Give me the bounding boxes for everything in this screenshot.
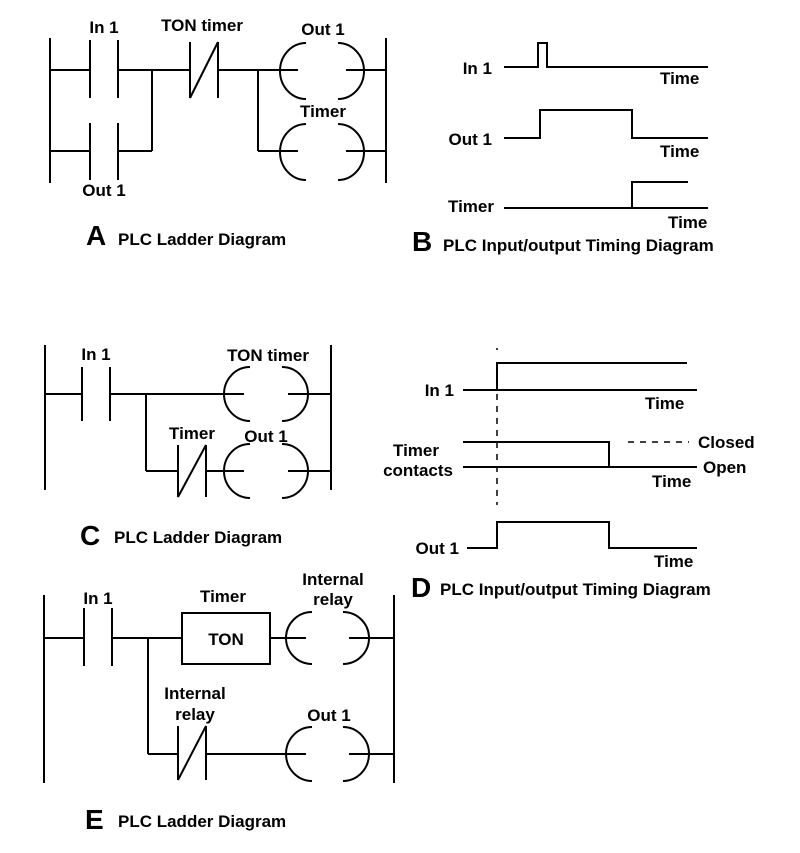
timer-coil-label: Timer xyxy=(300,102,346,121)
internal-relay-coil-label-1: Internal xyxy=(302,570,363,589)
panel-letter: B xyxy=(412,226,432,257)
coil-arc-left xyxy=(285,611,313,665)
coil-arc-left xyxy=(279,123,307,181)
panel-a-ladder: In 1 TON timer Out 1 Timer Out 1 A PLC L… xyxy=(49,16,387,251)
signal-label: Out 1 xyxy=(449,130,492,149)
panel-letter: A xyxy=(86,220,106,251)
coil-arc-left xyxy=(285,726,313,782)
in1-label: In 1 xyxy=(425,381,454,400)
open-label: Open xyxy=(703,458,746,477)
in1-label: In 1 xyxy=(81,345,110,364)
timer-label-line2: contacts xyxy=(383,461,453,480)
panel-caption: PLC Ladder Diagram xyxy=(118,230,286,249)
out1-coil-label: Out 1 xyxy=(301,20,344,39)
panel-b-timing: In 1 Time Out 1 Time Timer Time B PLC In… xyxy=(412,42,714,257)
ton-timer-label: TON timer xyxy=(161,16,243,35)
timer-label: Timer xyxy=(200,587,246,606)
panel-letter: C xyxy=(80,520,100,551)
panel-d-timing: In 1 Time Timer contacts Closed Open Tim… xyxy=(383,348,755,603)
in1-waveform xyxy=(496,362,687,390)
out1-contact-label: Out 1 xyxy=(82,181,125,200)
internal-relay-coil-label-2: relay xyxy=(313,590,353,609)
out1-waveform xyxy=(467,521,697,549)
closed-label: Closed xyxy=(698,433,755,452)
in1-waveform xyxy=(504,42,708,68)
panel-letter: D xyxy=(411,572,431,603)
out1-coil-label: Out 1 xyxy=(244,427,287,446)
nc-contact-slash xyxy=(177,725,207,781)
nc-contact-slash xyxy=(189,41,219,99)
panel-caption: PLC Ladder Diagram xyxy=(118,812,286,831)
out1-waveform xyxy=(504,109,708,139)
signal-label: In 1 xyxy=(463,59,492,78)
time-label: Time xyxy=(660,142,699,161)
coil-arc-left xyxy=(223,366,251,422)
out1-label: Out 1 xyxy=(416,539,459,558)
timer-contact-label: Timer xyxy=(169,424,215,443)
panel-c-ladder: In 1 TON timer Timer Out 1 C PLC Ladder … xyxy=(44,345,332,551)
panel-caption: PLC Input/output Timing Diagram xyxy=(440,580,711,599)
internal-relay-contact-label-1: Internal xyxy=(164,684,225,703)
coil-arc-left xyxy=(223,443,251,499)
out1-coil-label: Out 1 xyxy=(307,706,350,725)
time-label: Time xyxy=(660,69,699,88)
ton-label: TON xyxy=(208,630,244,649)
coil-arc-left xyxy=(279,42,307,100)
internal-relay-contact-label-2: relay xyxy=(175,705,215,724)
timer-contacts-closed xyxy=(463,441,610,467)
timer-label-line1: Timer xyxy=(393,441,439,460)
timer-waveform xyxy=(631,181,688,208)
in1-label: In 1 xyxy=(89,18,118,37)
panel-letter: E xyxy=(85,804,104,835)
panel-e-ladder: In 1 Timer TON Internal relay Internal r… xyxy=(43,570,395,835)
panel-caption: PLC Input/output Timing Diagram xyxy=(443,236,714,255)
time-label: Time xyxy=(645,394,684,413)
signal-label: Timer xyxy=(448,197,494,216)
panel-caption: PLC Ladder Diagram xyxy=(114,528,282,547)
in1-label: In 1 xyxy=(83,589,112,608)
time-label: Time xyxy=(654,552,693,571)
time-label: Time xyxy=(668,213,707,232)
nc-contact-slash xyxy=(177,444,207,498)
ton-timer-label: TON timer xyxy=(227,346,309,365)
time-label: Time xyxy=(652,472,691,491)
